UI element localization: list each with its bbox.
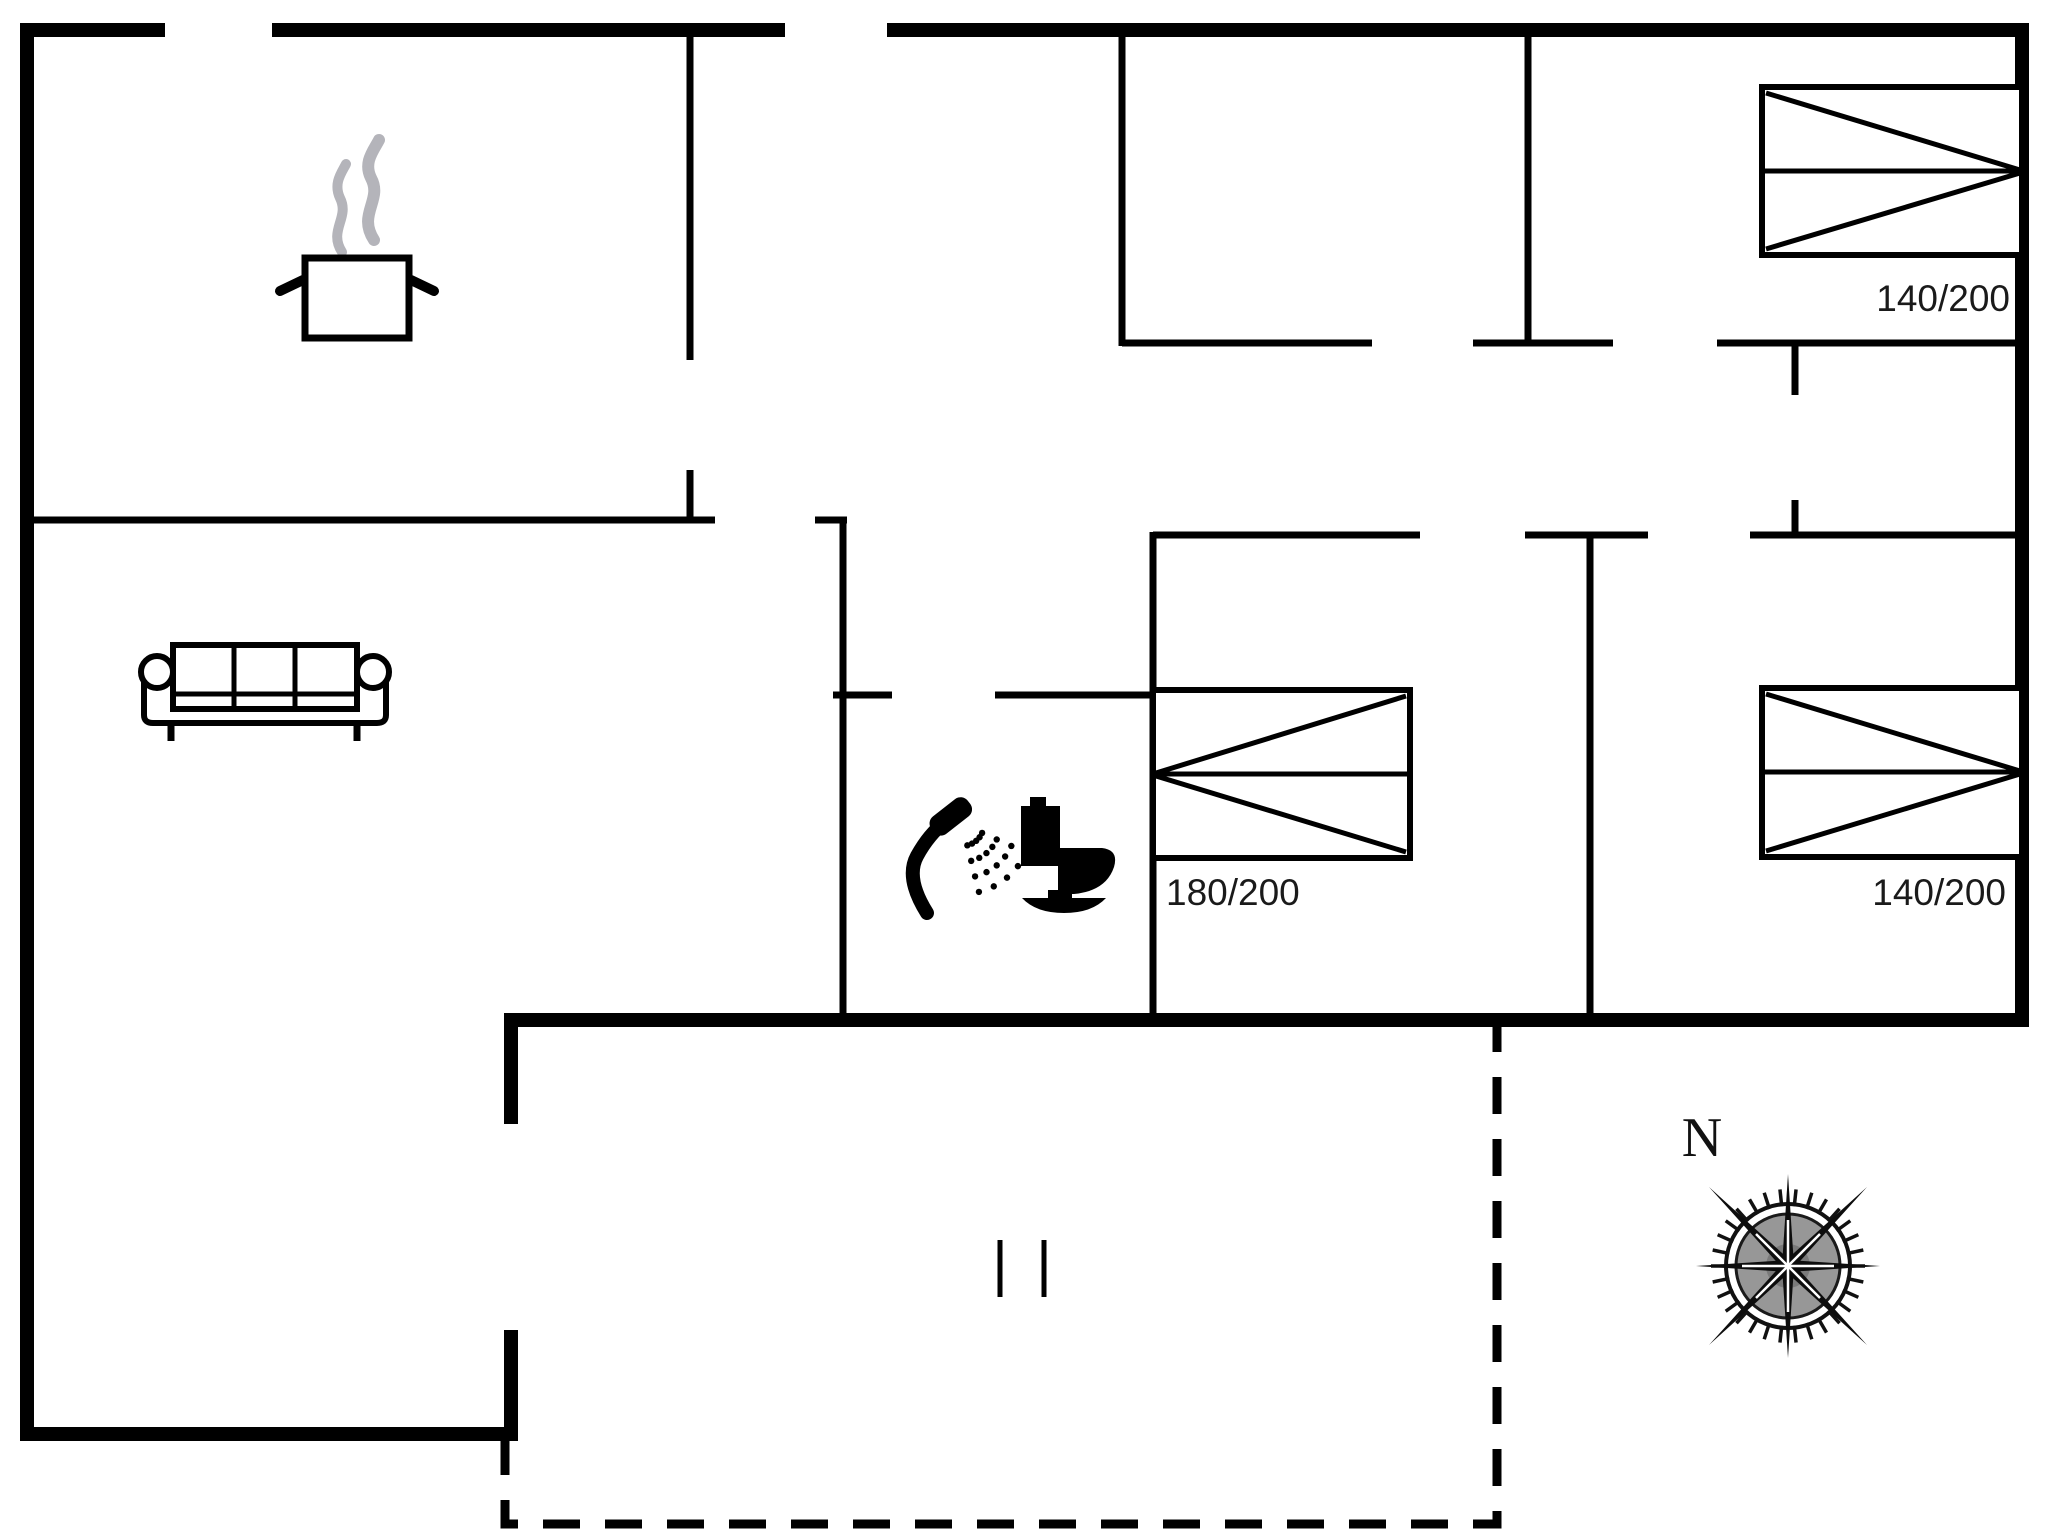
bed-size-label: 140/200 xyxy=(1872,872,2006,913)
cooking-pot-icon xyxy=(275,134,439,342)
shower-spray-dots xyxy=(964,829,1030,896)
sofa-icon xyxy=(138,642,392,741)
bed-size-label: 140/200 xyxy=(1876,278,2010,319)
bed-top-right: 140/200 xyxy=(1759,84,2025,319)
toilet-icon xyxy=(1021,797,1116,913)
steam-icon xyxy=(332,134,385,257)
compass-rose-icon: N xyxy=(1682,1107,1880,1358)
compass-star-overlay xyxy=(1742,1220,1834,1312)
terrace-outline xyxy=(500,1026,1502,1529)
outer-walls xyxy=(20,23,2029,1441)
bed-size-label: 180/200 xyxy=(1166,872,1300,913)
shower-icon xyxy=(905,797,1030,920)
compass-north-label: N xyxy=(1682,1107,1722,1169)
bed-bottom-right: 140/200 xyxy=(1759,685,2025,913)
terrace-door-ticks xyxy=(997,1240,1047,1297)
bed-middle: 180/200 xyxy=(1150,687,1413,913)
interior-walls xyxy=(24,30,2025,1023)
